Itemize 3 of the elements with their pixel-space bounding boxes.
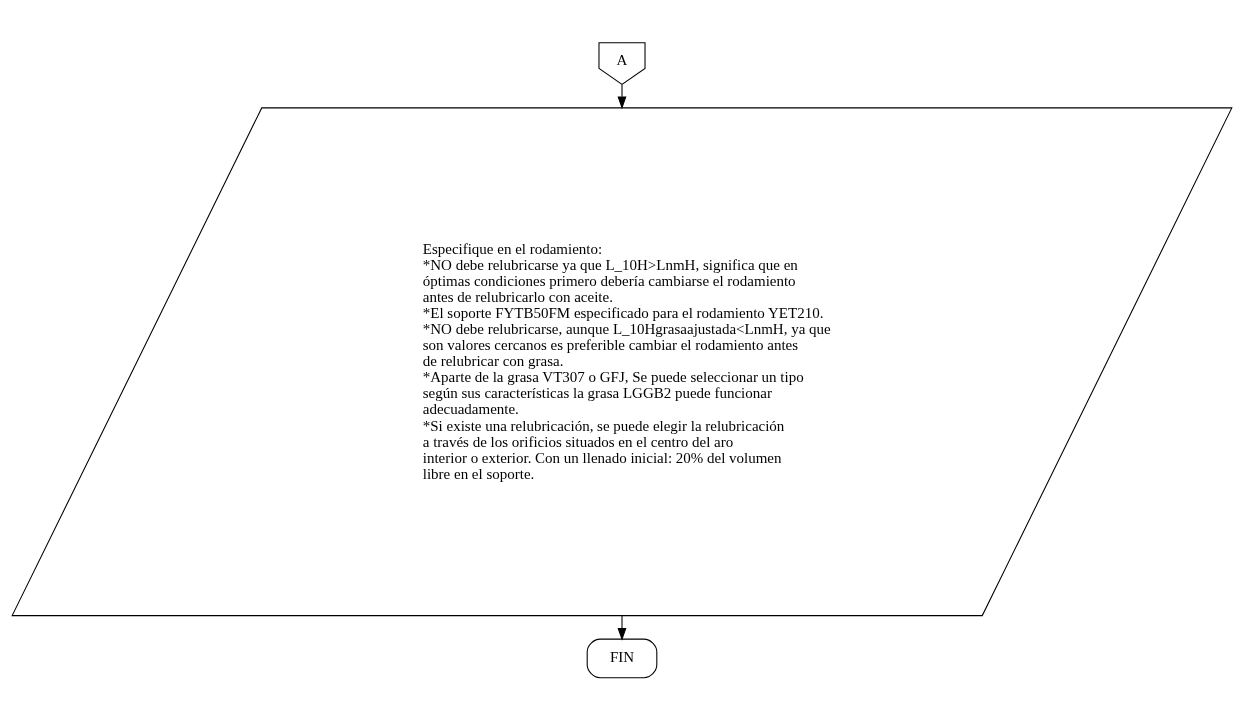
node-box: FIN (586, 638, 658, 678)
arrow (617, 83, 627, 109)
arrow (617, 614, 627, 641)
